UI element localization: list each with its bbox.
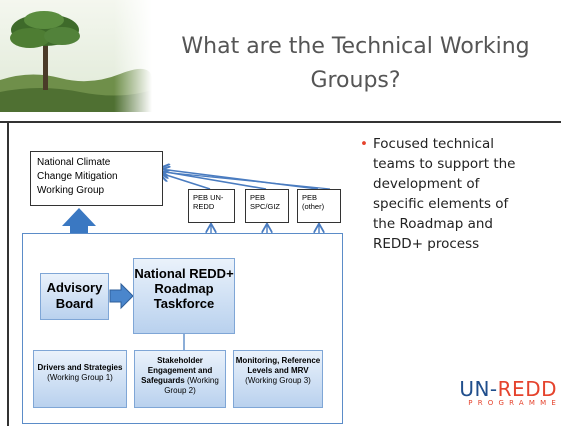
- wg2-title-line-1: Stakeholder: [157, 356, 203, 365]
- wg3-title-line-1: Monitoring,: [235, 356, 280, 365]
- ncc-line-2: Change Mitigation: [37, 171, 118, 182]
- arrow-peb3-to-ncc: [160, 169, 319, 190]
- title-line-1: What are the Technical Working: [181, 34, 530, 59]
- wg1-title: Drivers and Strategies: [37, 363, 123, 372]
- forest-photo: [0, 0, 152, 112]
- bullet-line-1: Focused technical: [373, 136, 495, 152]
- peb-spc-giz-box: PEB SPC/GIZ: [245, 189, 289, 223]
- taskforce-line-1: National: [134, 266, 186, 281]
- slide-title: What are the Technical Working Groups?: [150, 30, 561, 98]
- wg3-title-line-3: and MRV: [274, 366, 309, 375]
- bullet-line-2: teams to support the: [373, 156, 516, 172]
- logo-redd: REDD: [497, 377, 557, 401]
- taskforce-line-3: Roadmap: [154, 281, 214, 296]
- advisory-line-2: Board: [55, 296, 94, 311]
- working-group-3-box: Monitoring, Reference Levels and MRV (Wo…: [233, 350, 323, 408]
- peb3-line-1: PEB: [302, 193, 318, 202]
- bullet-dot-icon: •: [360, 136, 368, 152]
- arrow-peb3-to-ncc-2: [161, 171, 331, 190]
- ncc-working-group-box: National Climate Change Mitigation Worki…: [30, 151, 163, 206]
- advisory-board-box: Advisory Board: [40, 273, 109, 320]
- up-arrow-to-ncc: [62, 208, 96, 233]
- peb3-line-2: (other): [302, 202, 325, 211]
- wg2-title-line-2: Engagement and: [147, 366, 213, 375]
- peb2-line-2: SPC/GIZ: [250, 202, 281, 211]
- roadmap-frame: [22, 233, 343, 424]
- bullet-item: • Focused technical teams to support the…: [360, 134, 558, 254]
- wg2-title-line-3: Safeguards: [141, 376, 185, 385]
- advisory-line-1: Advisory: [46, 280, 103, 295]
- ncc-line-1: National Climate: [37, 157, 111, 168]
- wg2-sub: (Working Group 2): [164, 376, 219, 395]
- un-redd-logo: UN-REDD PROGRAMME: [447, 377, 557, 407]
- taskforce-line-2: REDD+: [189, 266, 234, 281]
- bullet-list: • Focused technical teams to support the…: [360, 134, 558, 254]
- logo-un: UN-: [459, 377, 498, 401]
- bullet-line-5: the Roadmap and: [373, 216, 494, 232]
- taskforce-box: National REDD+ Roadmap Taskforce: [133, 258, 235, 334]
- peb-other-box: PEB (other): [297, 189, 341, 223]
- peb-un-redd-box: PEB UN- REDD: [188, 189, 235, 223]
- working-group-2-box: Stakeholder Engagement and Safeguards (W…: [134, 350, 226, 408]
- title-line-2: Groups?: [310, 68, 401, 93]
- arrow-advisory-to-taskforce: [109, 282, 134, 310]
- working-group-1-box: Drivers and Strategies (Working Group 1): [33, 350, 127, 408]
- wg3-sub: (Working Group 3): [245, 376, 311, 385]
- wg3-title-line-2: Reference Levels: [247, 356, 321, 375]
- wg1-sub: (Working Group 1): [47, 373, 113, 382]
- bullet-line-6: REDD+ process: [373, 236, 480, 252]
- peb1-line-1: PEB UN-: [193, 193, 224, 202]
- taskforce-line-4: Taskforce: [153, 296, 215, 311]
- logo-wordmark: UN-REDD: [447, 377, 557, 401]
- bullet-line-4: specific elements of: [373, 196, 509, 212]
- bullet-line-3: development of: [373, 176, 480, 192]
- ncc-line-3: Working Group: [37, 185, 105, 196]
- peb1-line-2: REDD: [193, 202, 215, 211]
- logo-programme: PROGRAMME: [468, 399, 561, 407]
- peb2-line-1: PEB: [250, 193, 266, 202]
